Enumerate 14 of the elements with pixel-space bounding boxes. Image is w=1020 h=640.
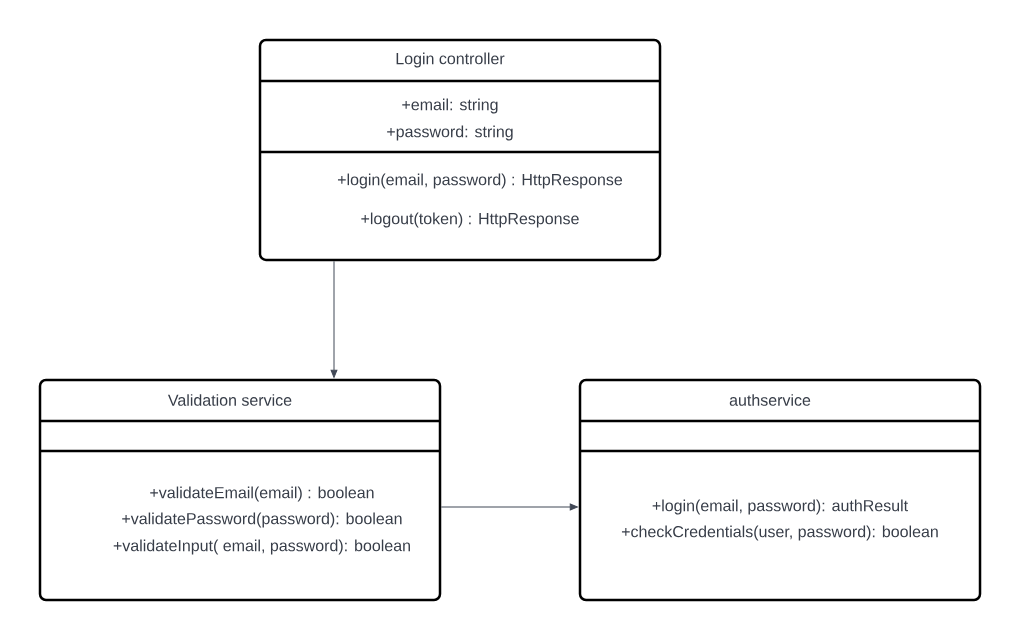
class-name: Validation service <box>167 394 292 406</box>
method-text: +validatePassword(password): boolean <box>122 512 402 528</box>
method-text: +validateEmail(email) : boolean <box>150 486 374 502</box>
method-text: +checkCredentials(user, password): boolean <box>621 525 938 541</box>
class-name: Login controller <box>396 52 505 68</box>
arrow <box>440 503 578 511</box>
attribute-text: +email: string <box>402 98 498 114</box>
method-text: +validateInput( email, password): boolean <box>113 539 410 555</box>
arrow <box>330 260 338 378</box>
attribute-text: +password: string <box>387 125 513 141</box>
method-text: +login(email, password) : HttpResponse <box>338 173 623 189</box>
method-text: +logout(token) : HttpResponse <box>361 212 579 228</box>
class-name: authservice <box>729 394 811 406</box>
method-text: +login(email, password): authResult <box>652 499 908 515</box>
